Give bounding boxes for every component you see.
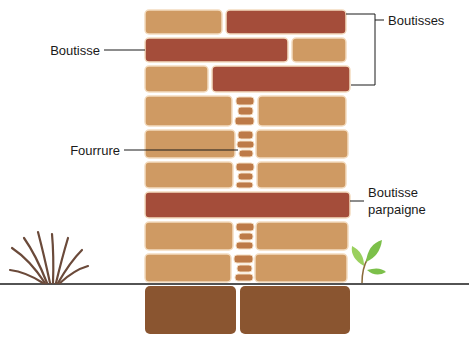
leader-line [375,20,384,21]
stone [258,96,346,126]
leader-line [124,150,238,151]
part-label: Boutisse [50,42,100,59]
part-label: Boutisses [388,12,444,29]
stone [256,222,348,250]
wall-stones [145,10,350,282]
boutisse-stone [226,10,346,34]
stone [256,130,348,158]
stone [145,130,235,158]
stone [145,254,231,282]
parpaigne-stone [145,192,350,218]
leader-line [350,201,364,202]
foundation [145,286,350,334]
leader-lines [104,14,384,201]
part-label: Boutisse parpaigne [368,184,452,218]
stone [145,96,232,126]
boutisse-stone [212,66,350,92]
grass-tuft [10,232,88,283]
stone [257,162,346,188]
stone [145,10,222,34]
part-label: Fourrure [70,142,120,159]
stone [292,38,346,62]
green-plant [352,240,386,283]
stone [145,66,208,92]
leader-line [104,50,145,51]
stone [145,162,233,188]
foundation-stone [240,286,350,334]
stone [145,222,233,250]
ground-line [0,283,469,285]
stone [255,254,347,282]
fourrure-rubble [234,97,254,281]
boutisse-stone [145,38,288,62]
foundation-stone [145,286,236,334]
leader-line [346,14,375,85]
